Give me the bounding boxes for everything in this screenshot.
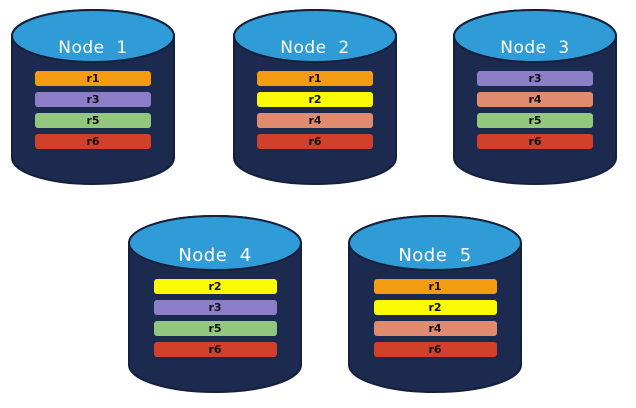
replica-bar-r4[interactable]: r4: [477, 92, 593, 107]
replica-bar-r5[interactable]: r5: [477, 113, 593, 128]
replica-bar-r6[interactable]: r6: [35, 134, 151, 149]
replica-list: r3 r4 r5 r6: [452, 71, 618, 149]
replica-bar-r2[interactable]: r2: [257, 92, 373, 107]
cylinder-top-ellipse: [233, 9, 397, 63]
cylinder-top-ellipse: [11, 9, 175, 63]
replica-list: r1 r2 r4 r6: [232, 71, 398, 149]
replica-bar-r4[interactable]: r4: [373, 321, 497, 336]
replica-list: r1 r3 r5 r6: [10, 71, 176, 149]
replica-bar-r6[interactable]: r6: [373, 342, 497, 357]
replica-bar-r6[interactable]: r6: [477, 134, 593, 149]
replica-bar-r5[interactable]: r5: [153, 321, 277, 336]
replica-bar-r3[interactable]: r3: [153, 300, 277, 315]
replica-bar-r6[interactable]: r6: [257, 134, 373, 149]
replica-bar-r2[interactable]: r2: [153, 279, 277, 294]
replica-bar-r6[interactable]: r6: [153, 342, 277, 357]
replica-list: r2 r3 r5 r6: [127, 279, 303, 357]
replica-bar-r3[interactable]: r3: [35, 92, 151, 107]
cylinder-top-ellipse: [348, 215, 522, 271]
replica-list: r1 r2 r4 r6: [347, 279, 523, 357]
replica-bar-r5[interactable]: r5: [35, 113, 151, 128]
replica-bar-r1[interactable]: r1: [257, 71, 373, 86]
cylinder-top-ellipse: [128, 215, 302, 271]
replica-bar-r4[interactable]: r4: [257, 113, 373, 128]
cylinder-top-ellipse: [453, 9, 617, 63]
replica-bar-r3[interactable]: r3: [477, 71, 593, 86]
replica-bar-r1[interactable]: r1: [373, 279, 497, 294]
replica-bar-r2[interactable]: r2: [373, 300, 497, 315]
replica-bar-r1[interactable]: r1: [35, 71, 151, 86]
